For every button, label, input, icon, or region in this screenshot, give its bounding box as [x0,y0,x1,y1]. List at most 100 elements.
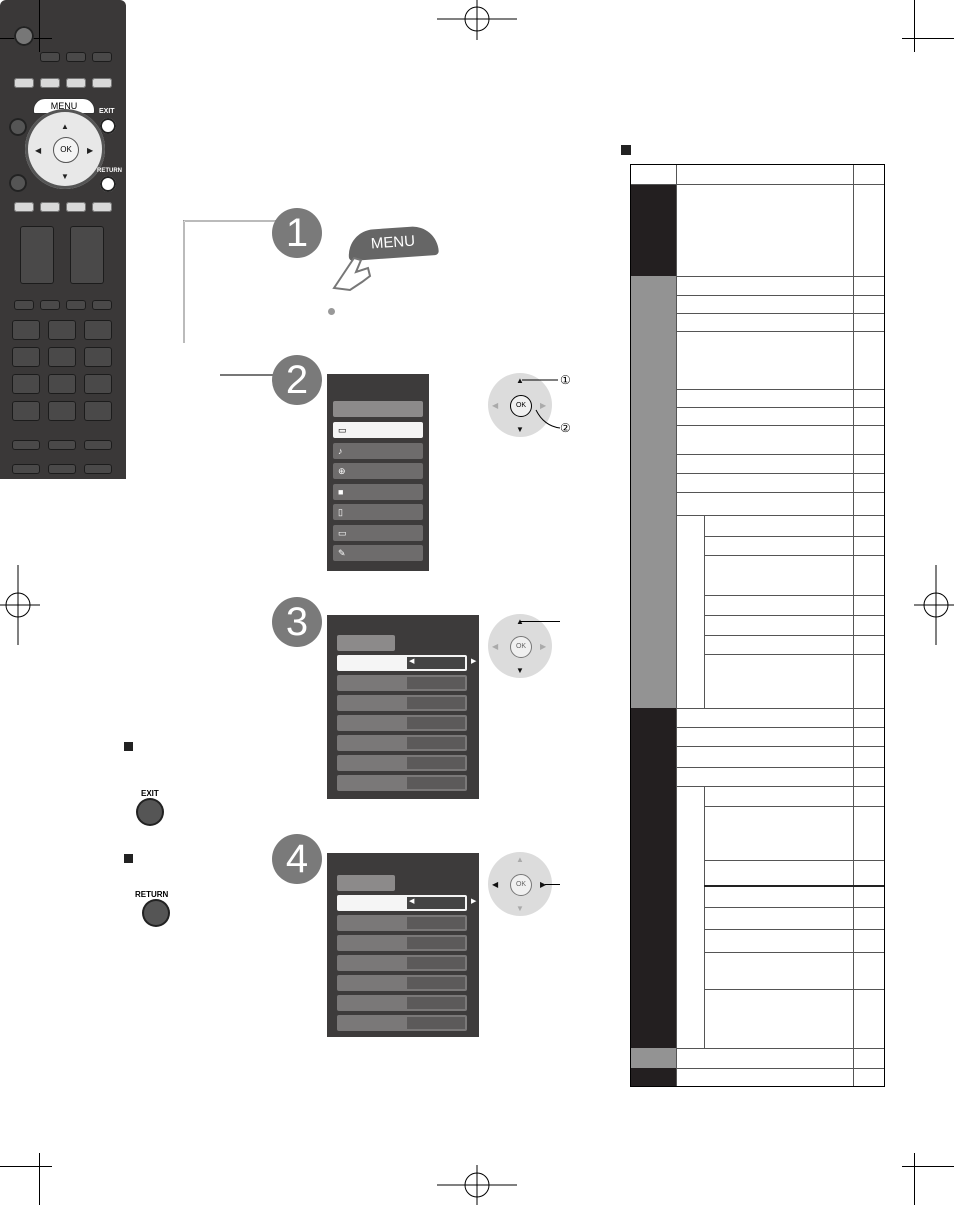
down-arrow-icon[interactable]: ▼ [516,904,524,913]
right-arrow-icon[interactable]: ▶ [540,880,547,889]
number-button[interactable] [48,374,76,394]
up-arrow-icon[interactable]: ▲ [516,855,524,864]
number-button[interactable] [48,320,76,340]
table-row [676,473,884,474]
number-button[interactable] [84,401,112,421]
remote-button[interactable] [14,300,34,310]
ok-button[interactable]: OK [510,874,532,896]
left-arrow-icon[interactable]: ◀ [409,658,415,665]
right-arrow-icon[interactable]: ▶ [540,642,547,651]
menu-item-audio[interactable]: ♪ [333,443,423,459]
submenu-item[interactable] [337,695,467,711]
submenu-item[interactable] [337,775,467,791]
submenu-value[interactable] [407,897,465,909]
number-button[interactable] [84,347,112,367]
menu-header [333,401,423,417]
remote-button[interactable] [66,202,86,212]
timer-icon: ⊕ [338,466,346,476]
volume-rocker[interactable] [20,226,54,284]
remote-button[interactable] [14,202,34,212]
submenu-item[interactable] [337,995,467,1011]
table-row [704,806,884,807]
exit-button[interactable] [100,118,116,134]
number-button[interactable] [12,401,40,421]
up-arrow-icon[interactable]: ▲ [516,617,524,626]
down-arrow-icon[interactable]: ▼ [516,425,524,434]
right-arrow-icon[interactable]: ▶ [87,146,94,155]
table-row [704,929,884,930]
submenu-title [337,875,395,891]
number-button[interactable] [48,401,76,421]
remote-button[interactable] [12,464,40,474]
right-arrow-icon[interactable]: ▶ [540,401,547,410]
submenu-item[interactable] [337,955,467,971]
menu-item-memory-card[interactable]: ▯ [333,504,423,520]
menu-item-cc[interactable]: ▭ [333,525,423,541]
number-button[interactable] [84,374,112,394]
left-arrow-icon[interactable]: ◀ [409,898,415,905]
right-arrow-icon[interactable]: ▶ [471,658,477,665]
number-button[interactable] [12,320,40,340]
number-button[interactable] [84,320,112,340]
remote-button[interactable] [92,78,112,88]
down-arrow-icon[interactable]: ▼ [516,666,524,675]
ok-button[interactable]: OK [510,395,532,417]
step2-navigation-pad[interactable]: OK ▲ ▼ ◀ ▶ [488,373,552,437]
down-arrow-icon[interactable]: ▼ [61,172,69,181]
submenu-item[interactable]: ◀ ▶ [337,655,476,671]
exit-button[interactable] [138,800,162,824]
step3-navigation-pad[interactable]: OK ▲ ▼ ◀ ▶ [488,614,552,678]
submenu-item[interactable] [337,735,467,751]
left-arrow-icon[interactable]: ◀ [492,401,499,410]
remote-button[interactable] [40,300,60,310]
submenu-item[interactable]: ◀ ▶ [337,895,476,911]
remote-button[interactable] [48,464,76,474]
power-button[interactable] [14,26,34,46]
ok-button[interactable]: OK [510,636,532,658]
remote-button[interactable] [66,300,86,310]
number-button[interactable] [12,347,40,367]
submenu-item[interactable] [337,915,467,931]
input-button[interactable] [40,52,60,62]
up-arrow-icon[interactable]: ▲ [61,122,69,131]
menu-item-timer[interactable]: ⊕ [333,463,423,479]
remote-button[interactable] [92,202,112,212]
ok-button[interactable]: OK [53,137,79,163]
remote-button[interactable] [14,78,34,88]
left-arrow-icon[interactable]: ◀ [492,642,499,651]
remote-button[interactable] [66,78,86,88]
submenu-value[interactable] [407,657,465,669]
remote-round-button[interactable] [9,118,27,136]
menu-item-picture[interactable]: ▭ [333,422,423,438]
submenu-item[interactable] [337,755,467,771]
remote-button[interactable] [40,202,60,212]
channel-rocker[interactable] [70,226,104,284]
return-button[interactable] [144,901,168,925]
return-button[interactable] [100,176,116,192]
submenu-item[interactable] [337,715,467,731]
remote-button[interactable] [84,440,112,450]
menu-item-setup[interactable]: ✎ [333,545,423,561]
submenu-item[interactable] [337,675,467,691]
left-arrow-icon[interactable]: ◀ [35,146,42,155]
remote-button[interactable] [84,464,112,474]
remote-button[interactable] [12,440,40,450]
number-button[interactable] [48,347,76,367]
up-arrow-icon[interactable]: ▲ [516,376,524,385]
left-arrow-icon[interactable]: ◀ [492,880,499,889]
note-bullet-icon [328,308,335,315]
right-arrow-icon[interactable]: ▶ [471,898,477,905]
number-button[interactable] [12,374,40,394]
submenu-item[interactable] [337,935,467,951]
remote-button[interactable] [92,300,112,310]
menu-item-lock[interactable]: ■ [333,484,423,500]
step4-navigation-pad[interactable]: OK ▲ ▼ ◀ ▶ [488,852,552,916]
table-row [704,536,884,537]
remote-round-button[interactable] [9,174,27,192]
remote-button[interactable] [48,440,76,450]
remote-button[interactable] [66,52,86,62]
submenu-item[interactable] [337,975,467,991]
submenu-item[interactable] [337,1015,467,1031]
remote-button[interactable] [92,52,112,62]
remote-button[interactable] [40,78,60,88]
